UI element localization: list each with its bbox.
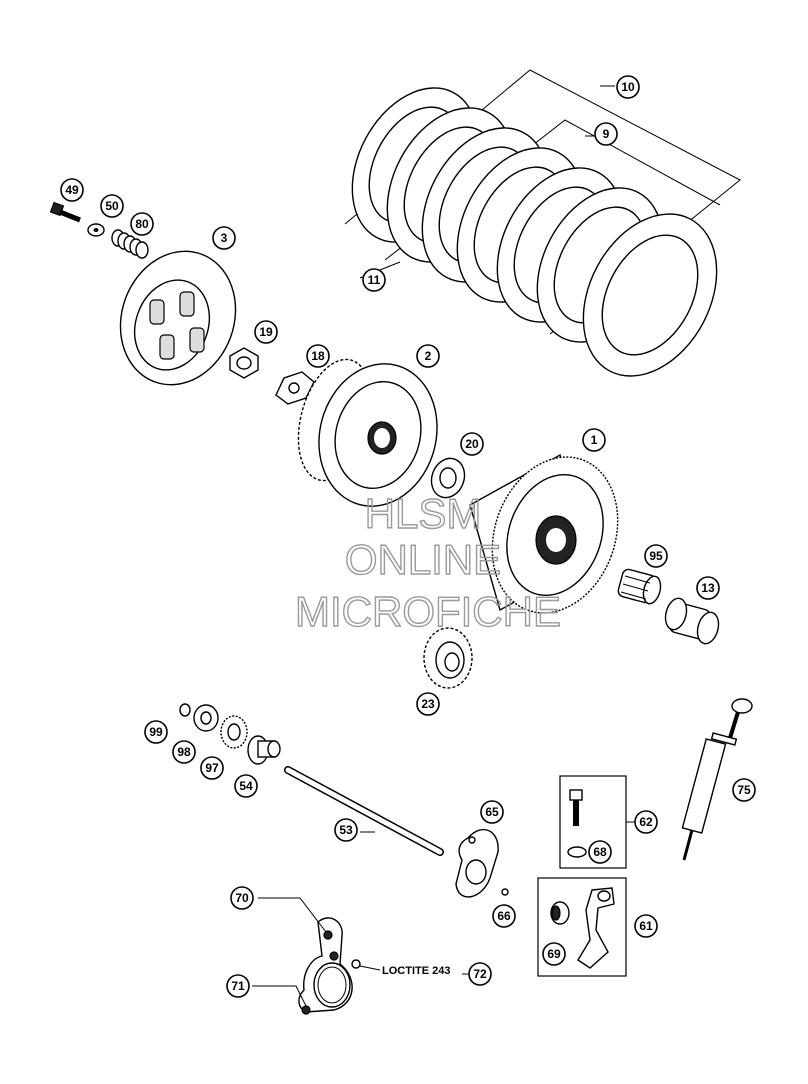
callout-19[interactable]: 19 [254, 320, 278, 344]
svg-text:10: 10 [621, 80, 635, 94]
svg-text:49: 49 [65, 183, 79, 197]
spring-80 [111, 229, 149, 259]
svg-text:95: 95 [649, 549, 663, 563]
gasket-65 [455, 828, 499, 898]
svg-text:1: 1 [591, 433, 598, 447]
svg-text:65: 65 [485, 805, 499, 819]
callout-98[interactable]: 98 [172, 740, 196, 764]
loctite-label: LOCTITE 243 [382, 965, 450, 977]
callout-66[interactable]: 66 [492, 904, 516, 928]
callout-49[interactable]: 49 [60, 178, 84, 202]
callout-69[interactable]: 69 [542, 942, 566, 966]
svg-text:68: 68 [593, 845, 607, 859]
push-rod-53 [284, 766, 444, 856]
clutch-plate [582, 213, 718, 377]
callout-9[interactable]: 9 [594, 122, 618, 146]
svg-text:97: 97 [205, 761, 219, 775]
thrust-bearing-97 [220, 715, 248, 749]
callout-2[interactable]: 2 [416, 344, 440, 368]
nut-19 [229, 347, 259, 379]
svg-text:53: 53 [339, 823, 353, 837]
svg-text:66: 66 [497, 909, 511, 923]
callout-18[interactable]: 18 [306, 344, 330, 368]
callout-72[interactable]: 72 [468, 962, 492, 986]
svg-text:71: 71 [231, 979, 245, 993]
washer-20 [430, 457, 466, 499]
svg-text:18: 18 [311, 349, 325, 363]
svg-text:54: 54 [239, 779, 253, 793]
callout-3[interactable]: 3 [212, 226, 236, 250]
callout-71[interactable]: 71 [226, 974, 250, 998]
callout-62[interactable]: 62 [634, 810, 658, 834]
pressure-plate-3 [119, 250, 237, 386]
callout-10[interactable]: 10 [616, 75, 640, 99]
svg-text:75: 75 [737, 783, 751, 797]
svg-text:23: 23 [421, 697, 435, 711]
ring-99 [179, 703, 191, 717]
callout-65[interactable]: 65 [480, 800, 504, 824]
callout-20[interactable]: 20 [460, 432, 484, 456]
syringe-75 [681, 698, 753, 861]
watermark-line1: HLSM [365, 490, 482, 537]
callout-13[interactable]: 13 [696, 576, 720, 600]
needle-bearing-95 [617, 568, 662, 605]
inner-clutch-hub-2 [297, 358, 438, 507]
washer-50 [87, 223, 105, 237]
svg-text:50: 50 [105, 199, 119, 213]
callout-70[interactable]: 70 [230, 886, 254, 910]
svg-text:9: 9 [603, 127, 610, 141]
watermark: HLSM ONLINE MICROFICHE [294, 489, 561, 635]
svg-text:80: 80 [135, 217, 149, 231]
callout-50[interactable]: 50 [100, 194, 124, 218]
callout-53[interactable]: 53 [334, 818, 358, 842]
svg-text:72: 72 [473, 967, 487, 981]
outer-clutch-housing-1 [469, 453, 619, 614]
pressure-piece-54 [247, 735, 281, 765]
callout-68[interactable]: 68 [588, 840, 612, 864]
slave-cover-70 [252, 897, 361, 1015]
clutch-disc-stack [344, 69, 741, 377]
bleeder-kit-box-62 [559, 775, 634, 869]
lock-washer-18 [275, 371, 315, 405]
callout-97[interactable]: 97 [200, 756, 224, 780]
watermark-line3: MICROFICHE [295, 588, 561, 635]
callout-75[interactable]: 75 [732, 778, 756, 802]
svg-text:20: 20 [465, 437, 479, 451]
svg-text:3: 3 [221, 231, 228, 245]
svg-text:2: 2 [425, 349, 432, 363]
bolt-49 [49, 201, 81, 223]
callout-80[interactable]: 80 [130, 212, 154, 236]
svg-text:13: 13 [701, 581, 715, 595]
svg-text:98: 98 [177, 745, 191, 759]
callout-1[interactable]: 1 [582, 428, 606, 452]
svg-text:11: 11 [368, 273, 381, 287]
bushing-13 [664, 597, 720, 645]
svg-text:70: 70 [235, 891, 249, 905]
slave-cylinder-box-61 [537, 877, 627, 977]
svg-text:62: 62 [639, 815, 653, 829]
callout-23[interactable]: 23 [416, 692, 440, 716]
svg-text:69: 69 [547, 947, 561, 961]
washer-98 [193, 704, 219, 732]
svg-text:99: 99 [149, 725, 163, 739]
callout-95[interactable]: 95 [644, 544, 668, 568]
loctite-label-group: LOCTITE 243 [359, 965, 468, 977]
svg-text:61: 61 [639, 919, 653, 933]
callout-99[interactable]: 99 [144, 720, 168, 744]
gear-23 [423, 627, 473, 689]
callout-54[interactable]: 54 [234, 774, 258, 798]
ball-66 [501, 888, 509, 896]
svg-text:19: 19 [259, 325, 273, 339]
watermark-line2: ONLINE [345, 536, 501, 583]
callout-61[interactable]: 61 [634, 914, 658, 938]
callout-11[interactable]: 11 [362, 268, 386, 292]
